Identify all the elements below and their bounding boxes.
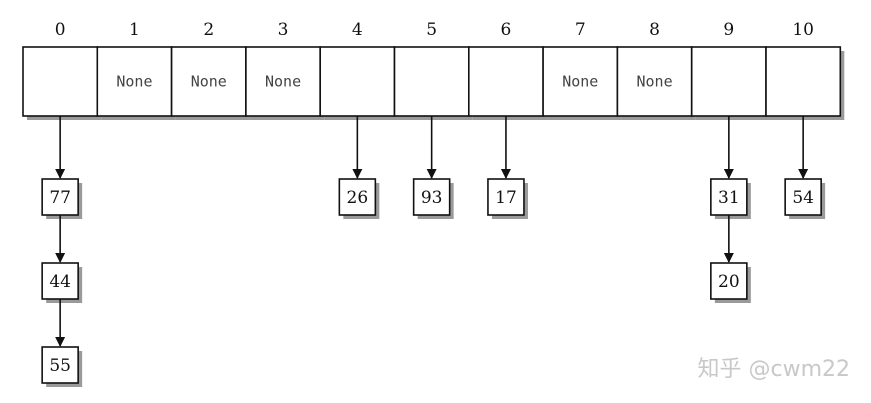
slot-index-4: 4 xyxy=(352,20,363,40)
chain-node-44 xyxy=(41,262,79,300)
chain-node-20 xyxy=(710,262,748,300)
chain-node-value: 77 xyxy=(49,188,71,208)
slot-none-label: None xyxy=(636,73,672,91)
hash-slot-5 xyxy=(393,46,470,117)
watermark-text: 知乎 @cwm22 xyxy=(697,357,850,382)
hash-slot-0 xyxy=(22,46,99,117)
hash-slot-7 xyxy=(542,46,619,117)
chain-node-31 xyxy=(710,178,748,216)
hash-slot-8 xyxy=(616,46,693,117)
slot-index-1: 1 xyxy=(129,20,140,40)
chain-node-54 xyxy=(784,178,822,216)
chain-node-value: 17 xyxy=(495,188,517,208)
chain-node-value: 44 xyxy=(49,272,71,292)
chain-node-77 xyxy=(41,178,79,216)
hash-slot-10 xyxy=(765,46,842,117)
chain-node-value: 20 xyxy=(718,272,740,292)
hash-slot-1 xyxy=(96,46,173,117)
hash-slot-9 xyxy=(690,46,767,117)
slot-none-label: None xyxy=(116,73,152,91)
chain-node-93 xyxy=(412,178,451,216)
slot-none-label: None xyxy=(265,73,301,91)
hash-slot-4 xyxy=(319,46,396,117)
hash-slot-3 xyxy=(245,46,321,117)
slot-index-5: 5 xyxy=(426,20,437,40)
chain-node-26 xyxy=(338,178,377,216)
slot-index-7: 7 xyxy=(575,20,586,40)
slot-index-8: 8 xyxy=(649,20,660,40)
slot-index-9: 9 xyxy=(723,20,734,40)
chain-node-value: 26 xyxy=(347,188,369,208)
chain-node-17 xyxy=(487,178,525,216)
slot-none-label: None xyxy=(191,73,227,91)
hash-slot-6 xyxy=(467,46,544,117)
slot-index-3: 3 xyxy=(278,20,289,40)
chain-node-value: 55 xyxy=(49,356,71,376)
chain-node-value: 54 xyxy=(792,188,814,208)
hash-slot-2 xyxy=(170,46,247,117)
slot-none-label: None xyxy=(562,73,598,91)
slot-index-2: 2 xyxy=(203,20,214,40)
chain-node-55 xyxy=(41,346,79,384)
slot-index-6: 6 xyxy=(501,20,512,40)
slot-index-10: 10 xyxy=(792,20,814,40)
slot-index-0: 0 xyxy=(55,20,66,40)
chain-node-value: 31 xyxy=(718,188,740,208)
chain-node-value: 93 xyxy=(421,188,443,208)
